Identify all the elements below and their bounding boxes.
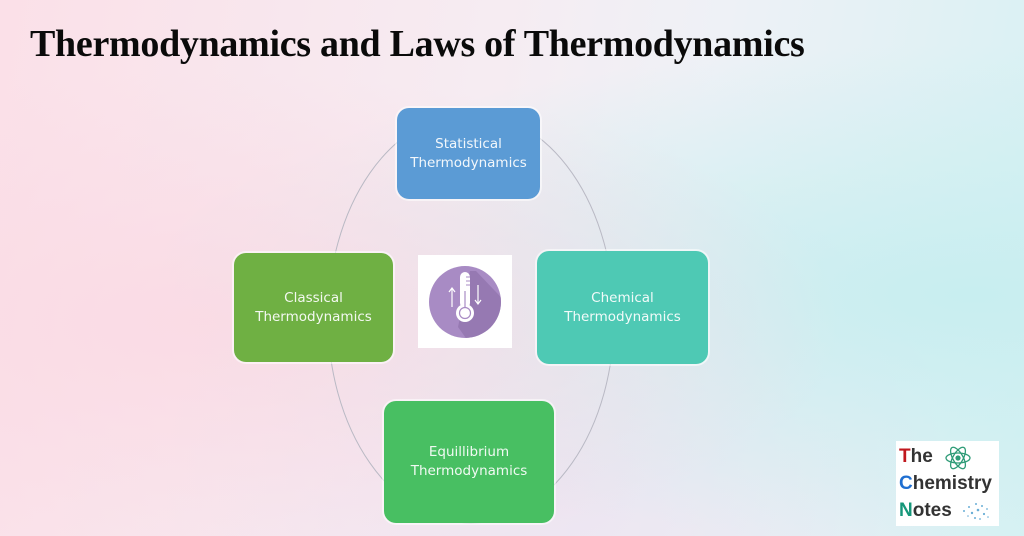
logo-row-notes: Notes: [899, 500, 952, 521]
thermometer-icon: [429, 266, 501, 338]
node-classical-thermodynamics: Classical Thermodynamics: [234, 253, 393, 362]
node-label-line1: Equillibrium: [428, 444, 510, 460]
node-label-line2: Thermodynamics: [564, 308, 681, 325]
page-title: Thermodynamics and Laws of Thermodynamic…: [30, 23, 805, 65]
center-icon-tile: [418, 255, 512, 348]
particles-icon: [963, 503, 989, 520]
logo-row-chemistry: Chemistry: [899, 473, 992, 494]
node-label-line1: Classical: [284, 289, 343, 306]
the-chemistry-notes-logo: The Chemistry Notes: [896, 441, 999, 526]
node-label-line1: Statistical: [435, 135, 502, 152]
node-statistical-thermodynamics: Statistical Thermodynamics: [397, 108, 540, 199]
node-label-line2: Thermodynamics: [255, 308, 372, 325]
node-label-line2: Thermodynamics: [410, 154, 527, 171]
node-equilibrium-thermodynamics: Equillibrium Thermodynamics: [384, 401, 554, 523]
node-label-line2: Thermodynamics: [410, 463, 528, 479]
atom-icon: [945, 446, 971, 470]
node-chemical-thermodynamics: Chemical Thermodynamics: [537, 251, 708, 364]
logo-row-the: The: [899, 446, 933, 467]
node-label-line1: Chemical: [591, 289, 654, 306]
